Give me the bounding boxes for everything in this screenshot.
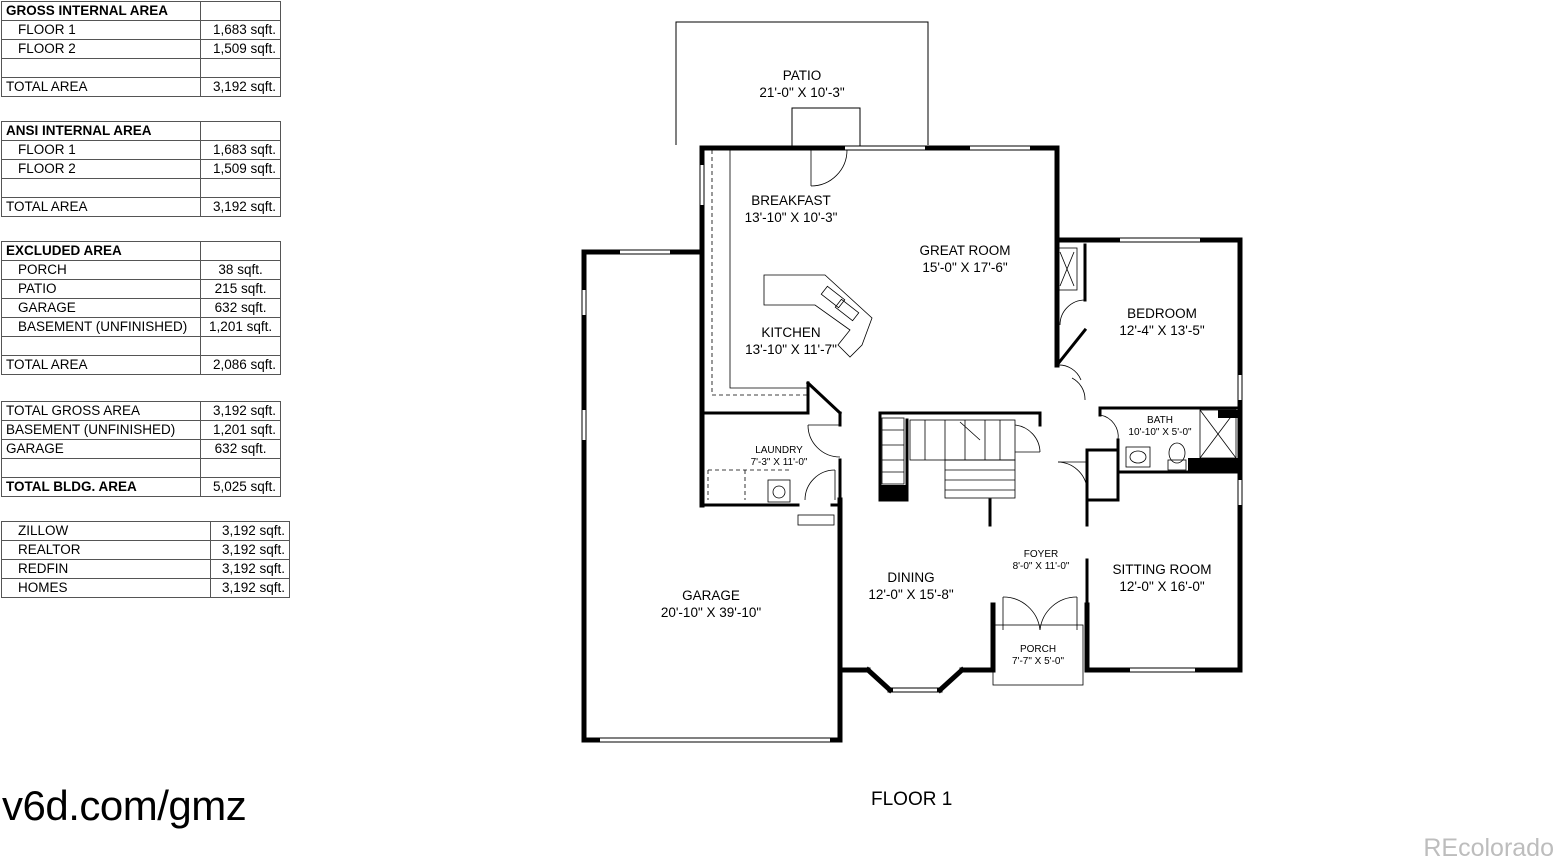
room-laundry-name: LAUNDRY — [755, 445, 803, 456]
room-kitchen-name: KITCHEN — [761, 325, 820, 340]
room-dining-name: DINING — [887, 570, 934, 585]
table-row-value: 632 sqft. — [200, 439, 281, 459]
room-foyer-name: FOYER — [1024, 549, 1058, 560]
room-garage-name: GARAGE — [682, 588, 740, 603]
table-total-value: 3,192 sqft. — [200, 197, 281, 217]
room-great-room-dims: 15'-0" X 17'-6" — [922, 260, 1007, 275]
room-bedroom-name: BEDROOM — [1127, 306, 1197, 321]
room-porch-dims: 7'-7" X 5'-0" — [1012, 656, 1065, 667]
room-sitting-room-name: SITTING ROOM — [1113, 562, 1212, 577]
interior-walls — [700, 243, 1242, 627]
fixtures — [707, 149, 1237, 686]
table-row-value: 1,201 sqft. — [200, 317, 281, 337]
room-laundry-dims: 7'-3" X 11'-0" — [751, 457, 808, 468]
floor-label: FLOOR 1 — [871, 789, 953, 810]
table-row-label: BASEMENT (UNFINISHED) — [0, 317, 202, 337]
table-row-label: HOMES — [1, 578, 211, 598]
windows — [582, 146, 1242, 742]
table-row-label: FLOOR 2 — [0, 39, 202, 59]
room-patio-dims: 21'-0" X 10'-3" — [759, 85, 844, 100]
room-patio-name: PATIO — [783, 68, 822, 83]
table-row-value: 38 sqft. — [200, 260, 281, 280]
window-frames — [600, 145, 1200, 743]
room-garage-dims: 20'-10" X 39'-10" — [661, 605, 762, 620]
table-header: ANSI INTERNAL AREA — [0, 121, 202, 141]
table-total-label: TOTAL BLDG. AREA — [0, 477, 202, 497]
room-sitting-room-dims: 12'-0" X 16'-0" — [1119, 579, 1204, 594]
watermark: REcolorado — [1423, 834, 1554, 862]
table-row-value: 1,683 sqft. — [200, 140, 281, 160]
table-row-label: TOTAL GROSS AREA — [0, 401, 202, 421]
table-row-value: 3,192 sqft. — [210, 578, 290, 598]
table-total-label: TOTAL AREA — [0, 77, 202, 97]
exterior-walls — [581, 145, 1243, 743]
tour-url: v6d.com/gmz — [2, 782, 247, 829]
room-bath-name: BATH — [1147, 415, 1173, 426]
table-row-value: 1,509 sqft. — [200, 39, 281, 59]
room-labels: PATIO 21'-0" X 10'-3" BREAKFAST 13'-10" … — [661, 68, 1212, 667]
room-breakfast-name: BREAKFAST — [751, 193, 831, 208]
table-total-value: 5,025 sqft. — [200, 477, 281, 497]
room-bath-dims: 10'-10" X 5'-0" — [1128, 427, 1192, 438]
room-porch-name: PORCH — [1020, 644, 1056, 655]
solid-blocks — [880, 410, 1238, 500]
room-great-room-name: GREAT ROOM — [919, 243, 1010, 258]
table-row-label: FLOOR 1 — [0, 140, 202, 160]
table-row-label: GARAGE — [0, 298, 202, 318]
table-total-value: 2,086 sqft. — [200, 355, 281, 375]
room-breakfast-dims: 13'-10" X 10'-3" — [745, 210, 838, 225]
table-row-value: 3,192 sqft. — [210, 540, 290, 560]
room-foyer-dims: 8'-0" X 11'-0" — [1013, 561, 1070, 572]
table-total-value: 3,192 sqft. — [200, 77, 281, 97]
room-kitchen-dims: 13'-10" X 11'-7" — [745, 342, 837, 357]
table-row-value: 215 sqft. — [200, 279, 281, 299]
stairs — [881, 417, 1041, 499]
table-row-value: 3,192 sqft. — [200, 401, 281, 421]
table-total-label: TOTAL AREA — [0, 197, 202, 217]
room-bedroom-dims: 12'-4" X 13'-5" — [1119, 323, 1204, 338]
room-dining-dims: 12'-0" X 15'-8" — [868, 587, 953, 602]
table-total-label: TOTAL AREA — [0, 355, 202, 375]
